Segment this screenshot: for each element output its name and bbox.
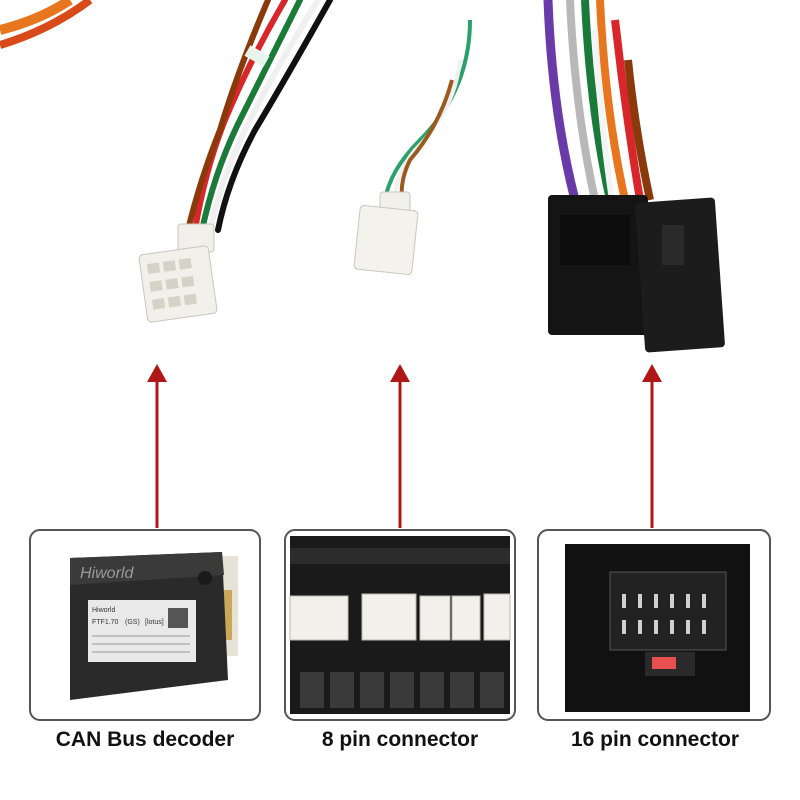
white-plug-12pin [138,223,218,323]
decoder-label-extra: [lotus] [145,619,164,626]
decoder-label-brand: Hiworld [92,607,115,614]
wire-bundle-right [543,0,654,202]
wire-bundle-left [185,0,333,233]
decoder-brand-text: Hiworld [80,565,134,582]
caption-16-pin-connector: 16 pin connector [570,728,740,751]
white-plug-small [353,191,419,275]
wire-bundle-corner [0,0,93,49]
decoder-label-code: (GS) [125,619,140,626]
caption-8-pin-connector: 8 pin connector [321,728,479,751]
arrows [147,364,662,528]
can-bus-decoder-box: Hiworld Hiworld FTF1.70 (GS) [lotus] [70,552,238,700]
wire-bundle-middle [383,19,472,201]
caption-can-bus-decoder: CAN Bus decoder [55,728,235,751]
decoder-label-model: FTF1.70 [92,619,119,626]
radio-back-8pin [289,536,511,714]
radio-back-16pin [565,544,750,712]
black-plug-16pin [548,195,725,353]
